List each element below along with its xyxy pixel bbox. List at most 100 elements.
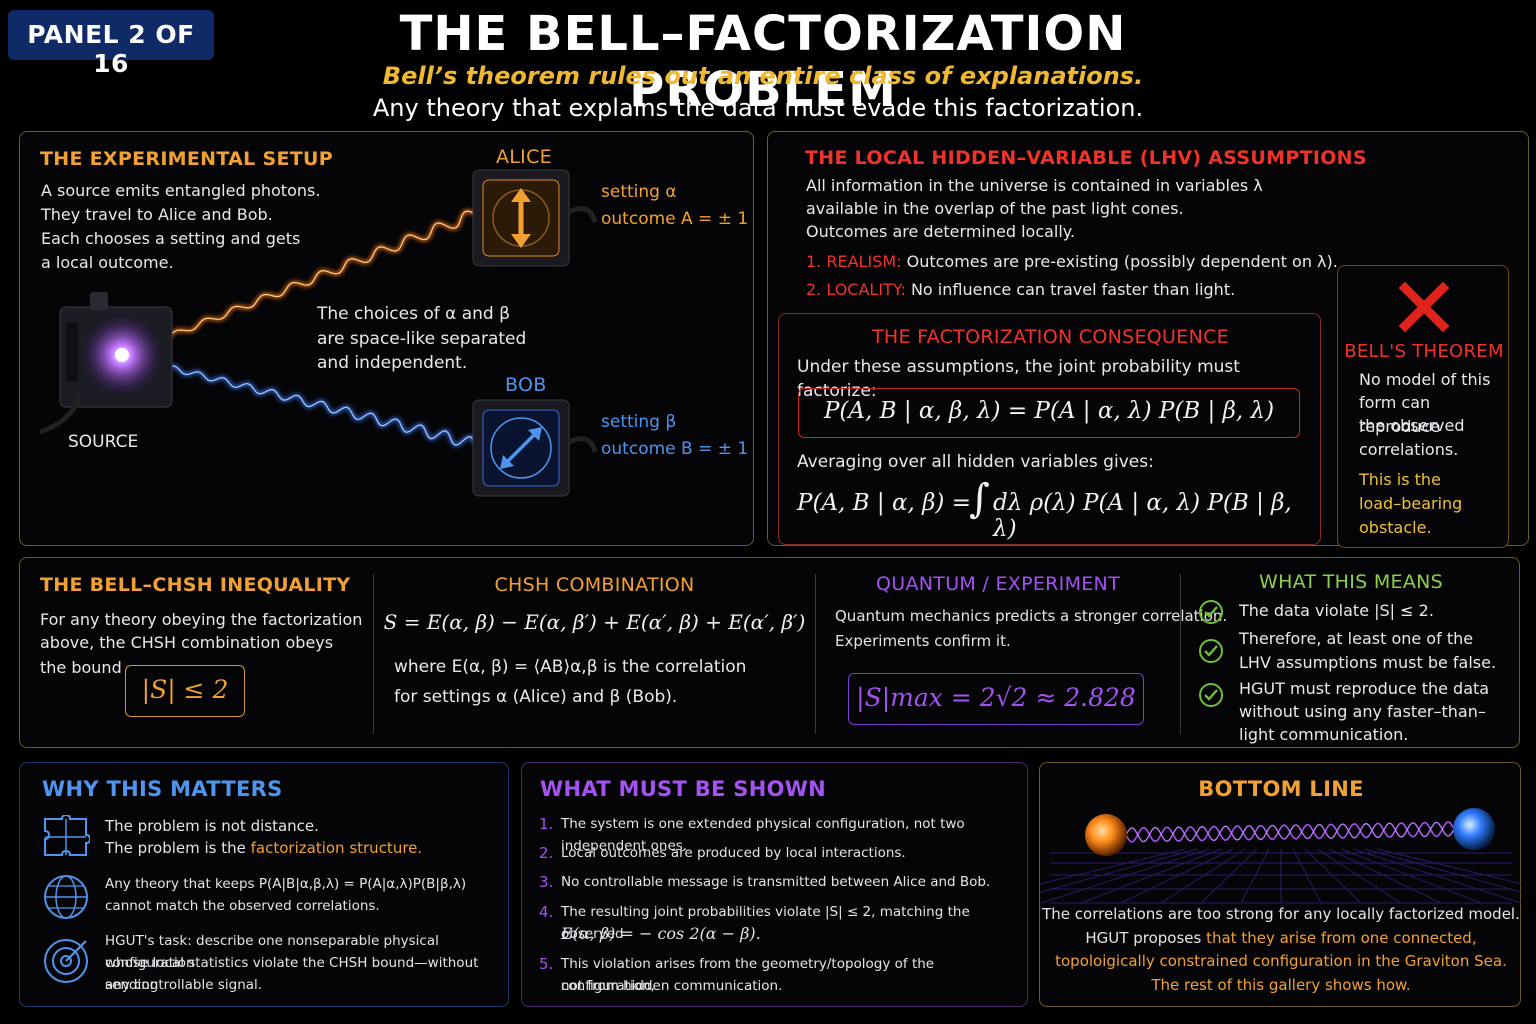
panel-badge — [8, 10, 214, 60]
alice-detector — [472, 169, 598, 267]
shown-item-2: Local outcomes are produced by local int… — [561, 845, 906, 861]
grid-line — [1040, 848, 1210, 904]
bells-theorem-title: BELL'S THEOREM — [1344, 341, 1504, 362]
orange-particle — [1085, 814, 1127, 856]
check-circle-icon — [1199, 683, 1223, 707]
grid-line — [1120, 848, 1234, 904]
grid-line — [1292, 848, 1322, 904]
means-item-2-line-2: LHV assumptions must be false. — [1239, 653, 1497, 672]
entangled-connection-illustration — [1040, 808, 1522, 904]
bottom-line-3: topoloigically constrained configuration… — [1055, 952, 1507, 970]
setup-line-2: They travel to Alice and Bob. — [41, 205, 273, 224]
puzzle-icon — [44, 815, 90, 856]
check-circle-icon — [1199, 639, 1223, 663]
shown-item-4-line-1: The resulting joint probabilities violat… — [561, 904, 970, 942]
globe-icon — [44, 875, 88, 919]
divider-3 — [1180, 574, 1181, 734]
chsh-panel: THE BELL–CHSH INEQUALITY For any theory … — [19, 557, 1520, 748]
grid-line — [1328, 848, 1442, 904]
chsh-bound-box — [125, 665, 245, 717]
bob-outcome: outcome B = ± 1 — [601, 439, 749, 459]
grid-line — [1080, 848, 1222, 904]
grid-line — [1160, 848, 1246, 904]
realism-text: Outcomes are pre-existing (possibly depe… — [901, 252, 1338, 271]
lhv-line-3: Outcomes are determined locally. — [806, 222, 1076, 241]
why-item-3-line-2: whose local statistics violate the CHSH … — [105, 955, 479, 993]
why-this-matters-panel: WHY THIS MATTERS The problem is not dist… — [19, 762, 509, 1007]
chsh-line-2: above, the CHSH combination obeys — [40, 633, 334, 652]
check-circle-icon — [1199, 600, 1223, 624]
divider-1 — [373, 574, 374, 734]
factorization-intro: Under these assumptions, the joint proba… — [797, 357, 1240, 401]
integral-formula-left: P(A, B | α, β) = — [797, 490, 971, 516]
chsh-combination-title: CHSH COMBINATION — [494, 574, 695, 596]
page-title: THE BELL–FACTORIZATION PROBLEM — [399, 6, 1127, 118]
bell-line-2: form can reproduce — [1359, 393, 1441, 436]
shown-item-4-line-2: E(α, β) = − cos 2(α − β). — [561, 924, 761, 943]
lhv-line-2: available in the overlap of the past lig… — [806, 199, 1184, 218]
setup-title: THE EXPERIMENTAL SETUP — [40, 148, 333, 170]
grid-floor — [1040, 848, 1522, 904]
factorization-panel: THE FACTORIZATION CONSEQUENCE Under thes… — [778, 313, 1321, 545]
qe-line-1: Quantum mechanics predicts a stronger co… — [835, 607, 1228, 625]
factorization-title: THE FACTORIZATION CONSEQUENCE — [872, 326, 1229, 348]
target-icon — [44, 939, 88, 983]
panel-badge-text: PANEL 2 OF 16 — [27, 20, 195, 78]
lhv-title: THE LOCAL HIDDEN–VARIABLE (LHV) ASSUMPTI… — [805, 147, 1367, 169]
shown-num-4: 4. — [539, 903, 554, 921]
bell-line-3: the observed — [1359, 416, 1465, 435]
shown-item-1: The system is one extended physical conf… — [561, 816, 965, 854]
setup-line-1: A source emits entangled photons. — [41, 181, 321, 200]
choices-line-2: are space-like separated — [317, 329, 527, 349]
setup-line-4: a local outcome. — [41, 253, 174, 272]
qe-formula: |S|max = 2√2 ≈ 2.828 — [856, 683, 1136, 712]
why-item-3-line-1: HGUT's task: describe one nonseparable p… — [105, 933, 439, 971]
blue-particle — [1453, 808, 1495, 850]
qe-formula-box — [848, 673, 1144, 725]
choices-line-1: The choices of α and β — [317, 304, 510, 324]
why-item-1-line-1: The problem is not distance. — [105, 817, 319, 835]
factorization-formula: P(A, B | α, β, λ) = P(A | α, λ) P(B | β,… — [823, 398, 1275, 424]
shown-item-5-line-1: This violation arises from the geometry/… — [561, 956, 935, 994]
averaging-text: Averaging over all hidden variables give… — [797, 452, 1154, 472]
bell-highlight-2: load–bearing — [1359, 494, 1463, 513]
grid-line — [1200, 848, 1258, 904]
bottom-line-2: HGUT proposes that they arise from one c… — [1040, 927, 1522, 949]
chsh-line-3: the bound — [40, 658, 122, 677]
x-mark-icon — [1399, 282, 1449, 332]
grid-line — [1304, 848, 1362, 904]
locality-label: 2. LOCALITY: — [806, 280, 906, 299]
chsh-bound: |S| ≤ 2 — [141, 675, 229, 704]
realism-label: 1. REALISM: — [806, 252, 902, 271]
lhv-line-1: All information in the universe is conta… — [806, 176, 1263, 195]
why-title: WHY THIS MATTERS — [42, 777, 283, 801]
bell-line-1: No model of this — [1359, 370, 1491, 389]
bells-theorem-panel: BELL'S THEOREM No model of this form can… — [1337, 265, 1509, 548]
integral-sign: ∫ — [969, 476, 990, 522]
shown-num-5: 5. — [539, 955, 554, 973]
means-item-2-line-1: Therefore, at least one of the — [1239, 629, 1474, 648]
why-item-1-text: The problem is the — [105, 839, 251, 857]
bob-detector — [472, 399, 598, 497]
quantum-experiment-title: QUANTUM / EXPERIMENT — [876, 573, 1120, 595]
bottom-line-title: BOTTOM LINE — [1198, 777, 1364, 801]
bottom-line-1: The correlations are too strong for any … — [1042, 905, 1520, 923]
means-item-1: The data violate |S| ≤ 2. — [1239, 601, 1434, 620]
shown-num-2: 2. — [539, 844, 554, 862]
bell-highlight-3: obstacle. — [1359, 518, 1432, 537]
alice-setting: setting α — [601, 182, 677, 202]
means-item-3-line-3: light communication. — [1239, 725, 1409, 744]
bottom-line-2a: HGUT proposes — [1085, 929, 1207, 947]
why-item-2-line-2: cannot match the observed correlations. — [105, 898, 380, 914]
chsh-combination-formula: S = E(α, β) − E(α, β′) + E(α′, β) + E(α′… — [383, 610, 806, 634]
experimental-setup-panel: THE EXPERIMENTAL SETUP A source emits en… — [19, 131, 754, 546]
means-item-3-line-1: HGUT must reproduce the data — [1239, 679, 1490, 698]
bob-setting: setting β — [601, 412, 677, 432]
why-item-3-line-3: any controllable signal. — [105, 977, 263, 993]
source-label: SOURCE — [68, 432, 139, 452]
locality-text: No influence can travel faster than ligh… — [905, 280, 1236, 299]
alice-photon-beam-core — [154, 210, 476, 343]
chsh-title: THE BELL–CHSH INEQUALITY — [40, 574, 351, 596]
grid-line — [1364, 848, 1522, 893]
what-must-be-shown-panel: WHAT MUST BE SHOWN 1. The system is one … — [521, 762, 1028, 1007]
